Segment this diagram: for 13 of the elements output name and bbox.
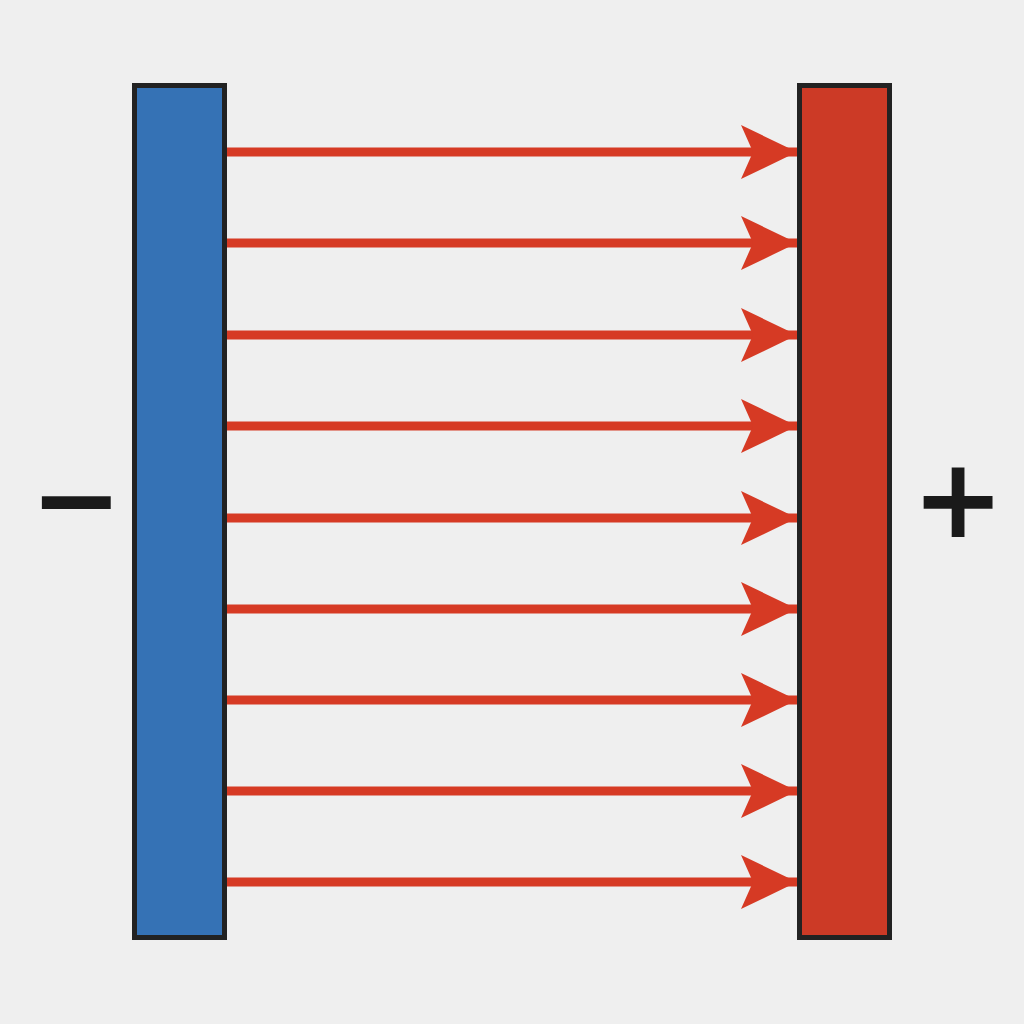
- plate-bar: [132, 83, 227, 940]
- arrow: [227, 855, 797, 909]
- arrow: [227, 125, 797, 179]
- arrow: [227, 764, 797, 818]
- arrow: [227, 399, 797, 453]
- arrow: [227, 491, 797, 545]
- arrow: [227, 673, 797, 727]
- arrow: [227, 216, 797, 270]
- plus-sign: +: [912, 444, 1005, 554]
- plate-bar: [797, 83, 892, 940]
- arrow: [227, 308, 797, 362]
- arrow: [227, 582, 797, 636]
- minus-sign: −: [30, 444, 123, 554]
